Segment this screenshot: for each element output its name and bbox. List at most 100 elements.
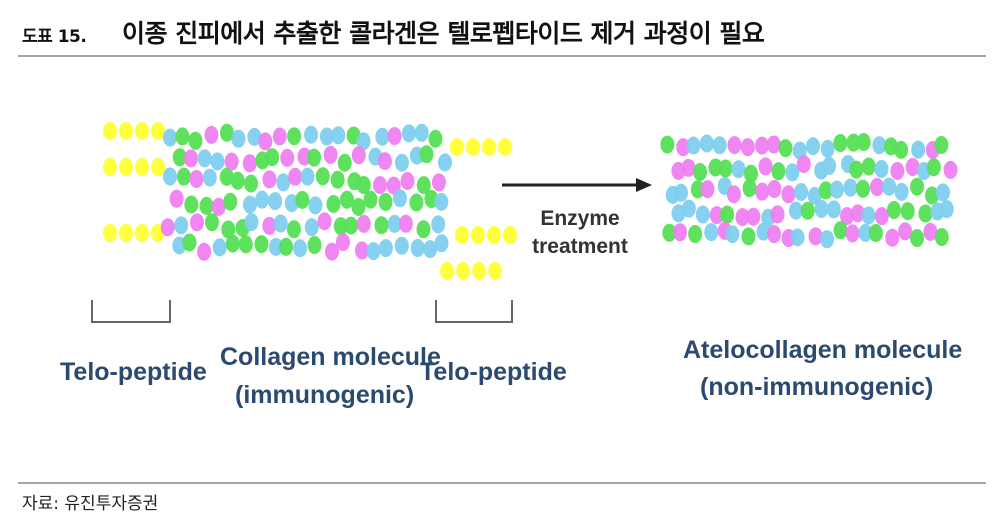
atelocollagen-bead: [936, 183, 951, 202]
atelocollagen-bead: [861, 157, 876, 176]
atelocollagen-bead: [709, 206, 724, 225]
atelocollagen-bead: [725, 225, 740, 244]
telopeptide-bead: [119, 224, 133, 242]
collagen-bead: [416, 220, 431, 239]
atelocollagen-bead: [840, 207, 855, 226]
left-telopeptide-label: Telo-peptide: [60, 358, 207, 386]
collagen-bead: [317, 212, 332, 231]
collagen-bead: [255, 190, 270, 209]
atelocollagen-bead: [911, 140, 926, 159]
atelocollagen-bead: [688, 225, 703, 244]
right-telopeptide-label: Telo-peptide: [420, 358, 567, 386]
collagen-bead: [219, 123, 234, 142]
atelocollagen-bead: [695, 205, 710, 224]
atelocollagen-label-line2: (non-immunogenic): [700, 373, 933, 401]
collagen-bead: [351, 146, 366, 165]
collagen-bead: [434, 192, 449, 211]
telopeptide-bead: [103, 158, 117, 176]
telopeptide-bead: [487, 226, 501, 244]
atelocollagen-bead: [741, 227, 756, 246]
atelocollagen-bead: [660, 135, 675, 154]
collagen-bead: [273, 214, 288, 233]
collagen-bead: [188, 131, 203, 150]
collagen-bead: [323, 145, 338, 164]
collagen-bead: [284, 194, 299, 213]
collagen-bead: [210, 152, 225, 171]
telopeptide-bead: [103, 122, 117, 140]
collagen-bead: [356, 175, 371, 194]
atelocollagen-bead: [858, 223, 873, 242]
atelocollagen-bead: [785, 163, 800, 182]
figure-number: 도표 15.: [22, 27, 87, 47]
collagen-bead: [366, 242, 381, 261]
atelocollagen-bead: [690, 180, 705, 199]
atelocollagen-bead: [868, 223, 883, 242]
collagen-bead: [262, 170, 277, 189]
collagen-bead: [337, 153, 352, 172]
atelocollagen-bead: [820, 230, 835, 249]
collagen-bead: [199, 196, 214, 215]
collagen-bead: [268, 192, 283, 211]
telopeptide-bead: [471, 226, 485, 244]
collagen-bead: [172, 148, 187, 167]
atelocollagen-bead: [700, 180, 715, 199]
collagen-bead: [223, 192, 238, 211]
collagen-bead: [304, 218, 319, 237]
collagen-bead: [242, 154, 257, 173]
collagen-bead: [387, 214, 402, 233]
telopeptide-bead: [456, 262, 470, 280]
collagen-bead: [244, 174, 259, 193]
source-note: 자료: 유진투자증권: [22, 494, 159, 514]
collagen-bead: [356, 132, 371, 151]
telopeptide-bead: [103, 224, 117, 242]
atelocollagen-bead: [861, 206, 876, 225]
atelocollagen-bead: [894, 182, 909, 201]
atelocollagen-bead: [934, 228, 949, 247]
collagen-bead: [304, 125, 319, 144]
collagen-bead: [280, 148, 295, 167]
atelocollagen-bead: [829, 180, 844, 199]
collagen-bead: [197, 242, 212, 261]
atelocollagen-bead: [900, 202, 915, 221]
atelocollagen-bead: [874, 159, 889, 178]
collagen-bead: [174, 216, 189, 235]
collagen-bead: [336, 233, 351, 252]
telopeptide-bead: [450, 138, 464, 156]
telopeptide-bead: [472, 262, 486, 280]
collagen-bead: [434, 234, 449, 253]
collagen-bead: [409, 193, 424, 212]
atelocollagen-bead: [794, 182, 809, 201]
collagen-molecule-beads: [103, 122, 517, 280]
atelocollagen-bead: [910, 177, 925, 196]
collagen-bead: [423, 240, 438, 259]
atelocollagen-bead: [850, 204, 865, 223]
atelocollagen-molecule-beads: [660, 133, 958, 249]
collagen-bead: [431, 215, 446, 234]
collagen-bead: [363, 190, 378, 209]
atelocollagen-bead: [874, 207, 889, 226]
collagen-bead: [190, 213, 205, 232]
atelocollagen-bead: [796, 155, 811, 174]
atelocollagen-bead: [781, 185, 796, 204]
atelocollagen-bead: [898, 222, 913, 241]
atelocollagen-bead: [814, 199, 829, 218]
collagen-bead: [416, 176, 431, 195]
collagen-bead: [176, 167, 191, 186]
collagen-bead: [300, 167, 315, 186]
atelocollagen-bead: [704, 223, 719, 242]
atelocollagen-bead: [676, 138, 691, 157]
collagen-bead: [211, 197, 226, 216]
atelocollagen-bead: [731, 160, 746, 179]
collagen-bead: [242, 195, 257, 214]
atelocollagen-bead: [686, 136, 701, 155]
telopeptide-bead: [151, 158, 165, 176]
collagen-bead: [414, 123, 429, 142]
atelocollagen-bead: [681, 199, 696, 218]
atelocollagen-label-line1: Atelocollagen molecule: [683, 336, 962, 364]
collagen-bead: [354, 241, 369, 260]
atelocollagen-bead: [870, 178, 885, 197]
atelocollagen-bead: [939, 200, 954, 219]
collagen-bead: [231, 129, 246, 148]
atelocollagen-bead: [846, 133, 861, 152]
collagen-bead: [331, 126, 346, 145]
